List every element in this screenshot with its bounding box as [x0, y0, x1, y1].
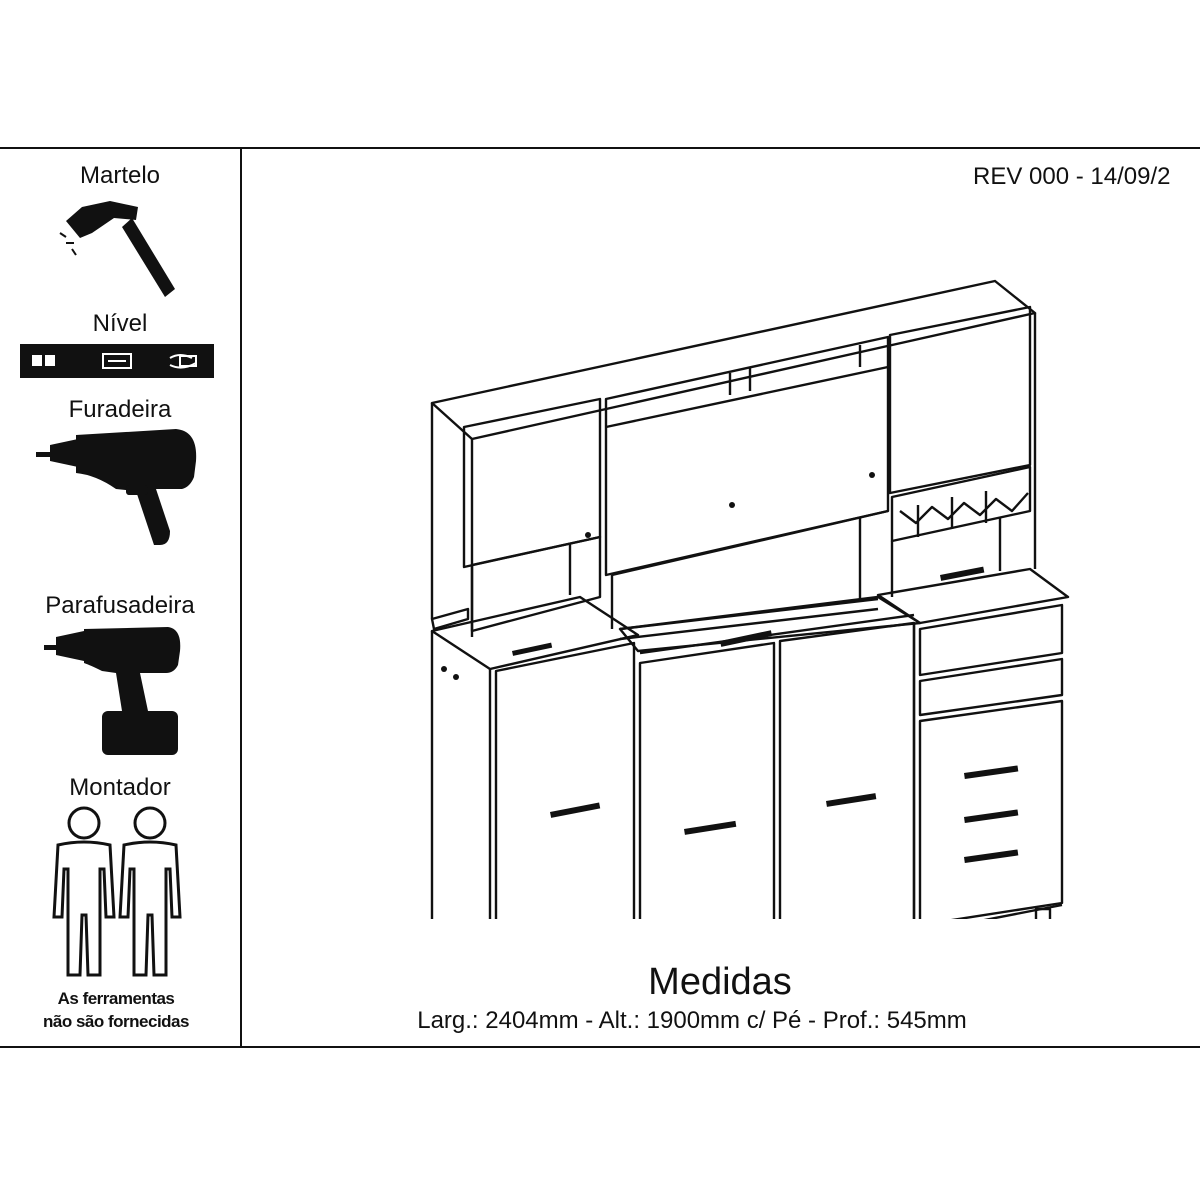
column-divider [240, 149, 242, 1046]
kitchen-cabinet-drawing [430, 279, 1070, 919]
tools-not-supplied-note-line2: não são fornecidas [43, 1012, 189, 1031]
revision-label: REV 000 - 14/09/2 [973, 163, 1171, 190]
instruction-sheet: Martelo Nível Furadeira Parafusadeira Mo… [0, 147, 1200, 1048]
tool-label-montador: Montador [69, 774, 171, 801]
tool-label-parafusadeira: Parafusadeira [45, 592, 195, 619]
measures-dimensions: Larg.: 2404mm - Alt.: 1900mm c/ Pé - Pro… [417, 1007, 967, 1034]
assemblers-icon [52, 806, 182, 977]
measures-title: Medidas [648, 961, 792, 1003]
tool-label-nivel: Nível [92, 310, 148, 337]
drill-icon [36, 429, 197, 545]
tool-label-martelo: Martelo [79, 162, 161, 189]
cordless-screwdriver-icon [44, 627, 181, 755]
spirit-level-icon [20, 344, 214, 378]
tools-not-supplied-note-line1: As ferramentas [57, 989, 175, 1008]
tool-label-furadeira: Furadeira [68, 396, 172, 423]
hammer-icon [59, 201, 175, 297]
